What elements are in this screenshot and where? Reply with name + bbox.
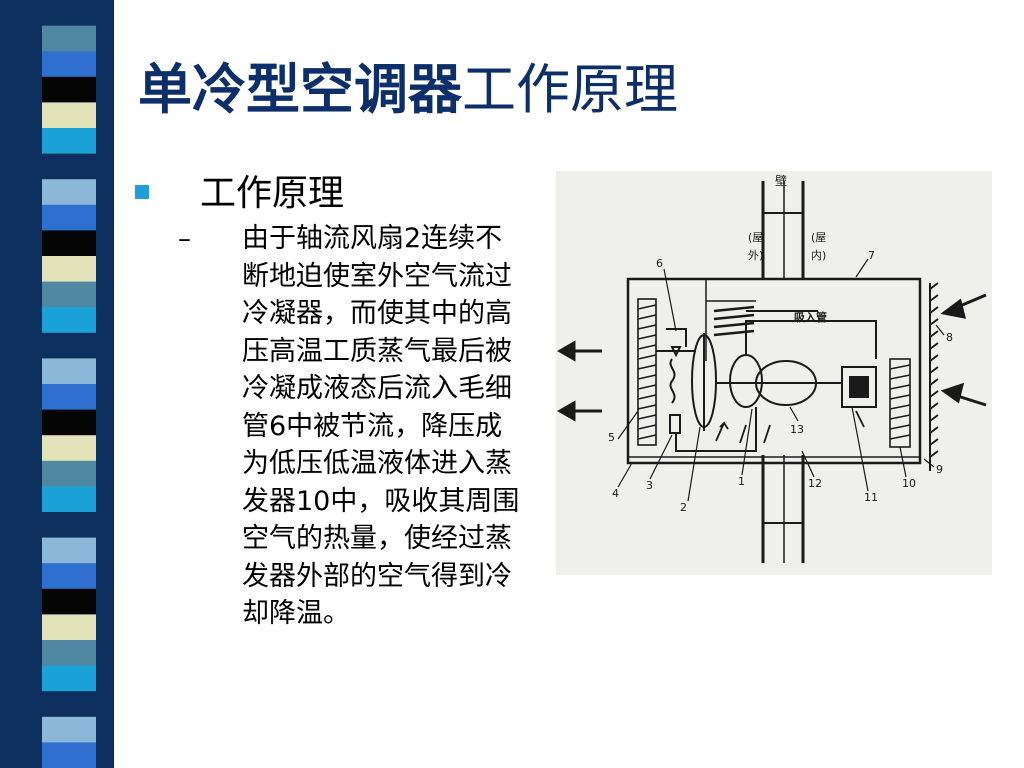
label-2: 2 [680,501,687,514]
stripe-band [42,25,96,52]
label-5: 5 [608,431,615,444]
unit-housing [626,277,922,465]
stripe-band [42,153,96,180]
label-3: 3 [646,479,653,492]
title-bold-part: 单冷型空调器 [138,58,462,121]
sub-bullet-dash: – [178,224,191,254]
label-10: 10 [902,477,916,490]
stripe-band [42,307,96,334]
condenser-coil [637,298,657,446]
pipes [656,310,877,452]
stripe-band [42,76,96,103]
decorative-stripe [0,0,114,768]
label-9: 9 [936,463,943,476]
wall-label: 壁 [775,173,787,188]
indoor-label-top: (屋 [811,231,826,244]
stripe-band [42,614,96,641]
stripe-band [42,332,96,359]
stripe-band [42,0,96,27]
air-conditioner-diagram: 壁 (屋 外) (屋 内) [556,171,992,575]
outdoor-grille [713,305,755,337]
label-4: 4 [612,487,619,500]
bullet-heading: 工作原理 [200,173,345,214]
stripe-band [42,588,96,615]
stripe-band [42,512,96,539]
square-bullet-icon [135,185,149,199]
stripe-band [42,640,96,667]
label-8: 8 [946,331,953,344]
inner-flow-arrows [715,410,865,444]
stripe-band [42,716,96,743]
label-13: 13 [790,423,804,436]
stripe-band [42,384,96,411]
diagram-background [556,171,992,575]
indoor-label-bottom: 内) [811,248,826,262]
label-12: 12 [808,477,822,490]
suction-pipe-label: 吸入管 [794,310,827,324]
label-6: 6 [656,257,663,270]
label-1: 1 [738,475,745,488]
stripe-band [42,742,96,768]
body-paragraph: 由于轴流风扇2连续不断地迫使室外空气流过冷凝器，而使其中的高压高温工质蒸气最后被… [242,223,520,629]
airflow-arrows [556,293,987,422]
label-7: 7 [868,249,875,262]
stripe-band [42,51,96,78]
outdoor-label-top: (屋 [748,231,763,244]
stripe-band [42,230,96,257]
stripe-band [42,435,96,462]
stripe-band [42,179,96,206]
stripe-band [42,563,96,590]
fan-and-compressor [666,328,877,434]
stripe-band [42,256,96,283]
label-11: 11 [864,491,878,504]
stripe-band [42,128,96,155]
stripe-band [42,204,96,231]
stripe-band [42,486,96,513]
wall [761,181,805,563]
stripe-band [42,358,96,385]
stripe-band [42,691,96,718]
stripe-band [42,665,96,692]
stripe-band [42,409,96,436]
title-rest-part: 工作原理 [462,58,678,121]
stripe-band [42,281,96,308]
indoor-louvre [929,282,939,471]
stripe-band [42,102,96,129]
leader-lines [617,258,945,502]
page-title: 单冷型空调器工作原理 [138,58,678,123]
stripe-band [42,460,96,487]
outdoor-label-bottom: 外) [748,249,763,262]
stripe-band [42,537,96,564]
